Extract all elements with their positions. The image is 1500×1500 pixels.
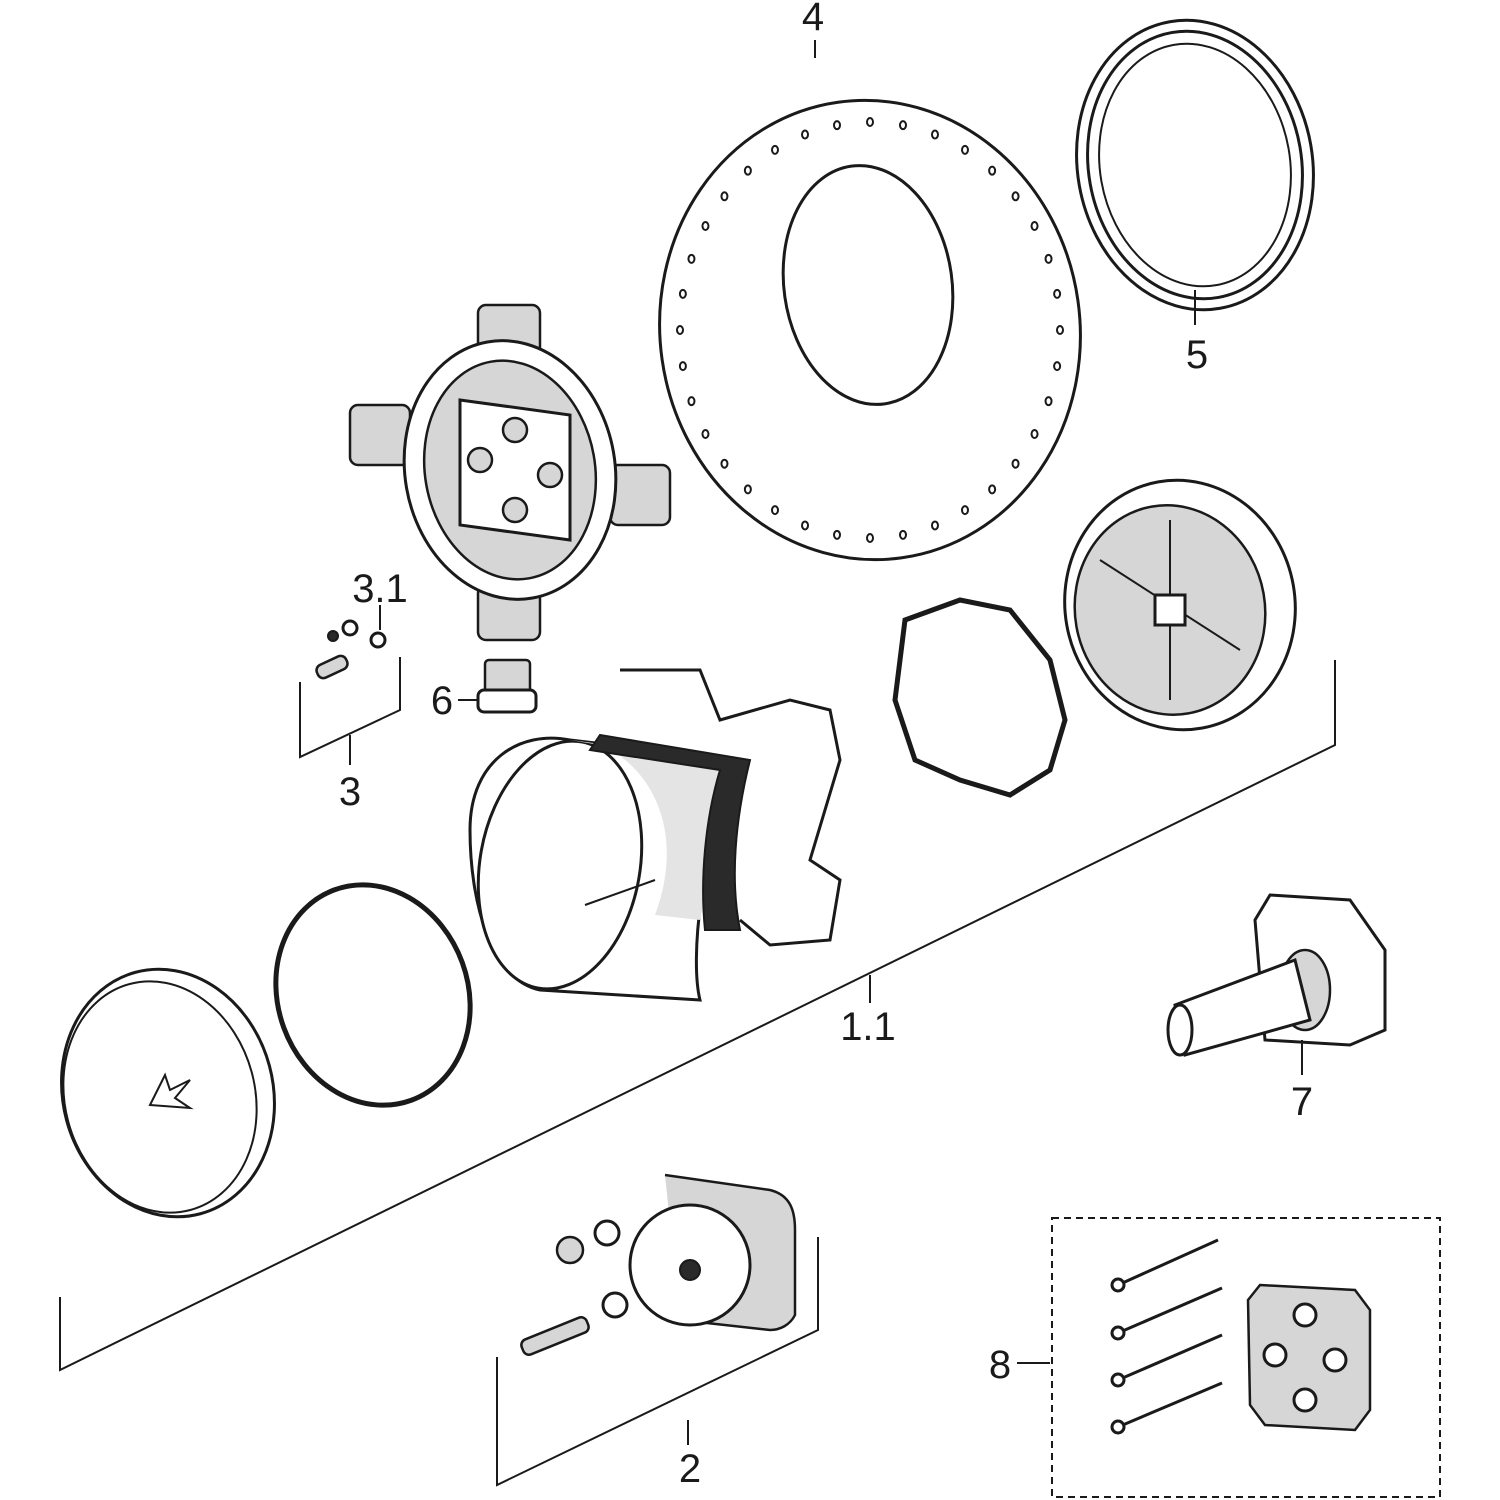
disc-hole <box>1056 325 1064 335</box>
protective-cover-disc <box>60 967 276 1219</box>
disc-hole <box>930 129 939 140</box>
part-1-1-main-housing <box>468 668 842 1002</box>
disc-hole <box>743 165 752 176</box>
disc-hole <box>743 484 752 495</box>
o-ring <box>273 882 473 1108</box>
label-part-6: 6 <box>431 679 453 723</box>
label-part-2: 2 <box>679 1447 701 1491</box>
disc-hole <box>866 117 874 127</box>
disc-hole <box>678 288 687 299</box>
part-4-rosette-disc <box>658 40 1082 562</box>
disc-hole <box>1044 253 1053 264</box>
disc-hole <box>687 253 696 264</box>
disc-hole <box>988 165 997 176</box>
label-part-8: 8 <box>989 1343 1011 1387</box>
part-6-threaded-nipple <box>458 658 538 714</box>
label-part-3: 3 <box>339 770 361 814</box>
disc-hole <box>961 144 969 155</box>
disc-hole <box>801 129 810 140</box>
disc-hole <box>1053 288 1062 299</box>
disc-hole <box>1044 396 1053 407</box>
disc-hole <box>701 429 710 439</box>
disc-hole <box>988 484 997 495</box>
disc-hole <box>687 396 696 407</box>
bracket-part-1-1 <box>59 660 1336 1372</box>
disc-hole <box>1053 361 1062 372</box>
disc-hole <box>720 458 729 469</box>
disc-hole <box>771 144 779 155</box>
disc-hole <box>833 120 842 131</box>
part-8-mounting-kit <box>1017 1217 1441 1498</box>
label-part-5: 5 <box>1186 333 1208 377</box>
disc-hole <box>866 533 874 543</box>
disc-hole <box>701 221 710 231</box>
disc-hole <box>1030 221 1039 231</box>
label-part-1-1: 1.1 <box>840 1005 896 1049</box>
cross-fitting-body <box>348 303 672 642</box>
label-part-3-1: 3.1 <box>352 567 408 611</box>
disc-hole <box>720 191 729 202</box>
label-part-7: 7 <box>1291 1080 1313 1124</box>
disc-hole <box>961 505 969 516</box>
disc-hole <box>676 325 684 335</box>
octagonal-gasket <box>892 597 1068 798</box>
part-3-small-parts <box>299 605 401 765</box>
disc-mounting-holes <box>676 117 1064 543</box>
part-7-extension-spindle <box>1166 893 1387 1075</box>
disc-hole <box>898 529 907 540</box>
disc-hole <box>833 529 842 540</box>
disc-hole <box>678 361 687 372</box>
disc-hole <box>771 505 779 516</box>
disc-hole <box>801 520 810 531</box>
part-5-mounting-frame <box>1075 18 1315 325</box>
disc-hole <box>1030 429 1039 439</box>
installation-cup <box>1063 478 1297 732</box>
arrow-icon <box>148 1072 194 1110</box>
disc-hole <box>930 520 939 531</box>
screws <box>1110 1238 1223 1435</box>
part-2-handle-set <box>496 1173 819 1487</box>
disc-hole <box>1011 458 1020 469</box>
disc-hole <box>1011 191 1020 202</box>
disc-hole <box>898 120 907 131</box>
label-part-4: 4 <box>802 0 824 39</box>
